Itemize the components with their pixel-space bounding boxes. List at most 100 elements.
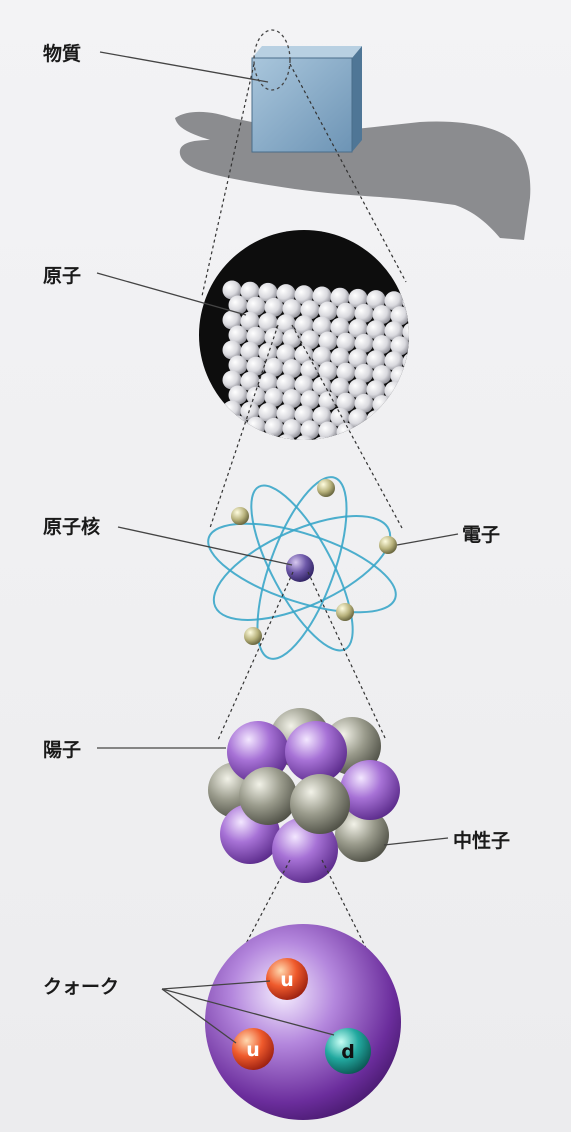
nucleus-cluster-icon	[208, 708, 400, 883]
label-proton: 陽子	[43, 739, 81, 761]
lattice-atom	[228, 325, 248, 345]
lattice-atom	[282, 299, 302, 319]
lattice-atom	[294, 405, 314, 425]
electron-ball	[244, 627, 262, 645]
lattice-atom	[372, 365, 392, 385]
proton-ball	[340, 760, 400, 820]
proton-ball	[285, 721, 347, 783]
lattice-atom	[384, 351, 404, 371]
lattice-atom	[282, 389, 302, 409]
lattice-atom	[318, 301, 338, 321]
lattice-atom	[240, 281, 260, 301]
neutron-ball	[290, 774, 350, 834]
neutron-ball	[239, 767, 297, 825]
lattice-atom	[348, 378, 368, 398]
lattice-atom	[258, 402, 278, 422]
lattice-atom	[276, 374, 296, 394]
lattice-atom	[312, 406, 332, 426]
lattice-atom	[222, 280, 242, 300]
lattice-atom	[246, 386, 266, 406]
lattice-atom	[318, 421, 338, 440]
lattice-atom	[372, 305, 392, 325]
lattice-atom	[264, 387, 284, 407]
zoom-line-right-3	[307, 571, 387, 741]
lattice-atom	[240, 311, 260, 331]
lattice-atom	[246, 356, 266, 376]
lattice-atom	[300, 420, 320, 440]
lattice-atom	[336, 362, 356, 382]
electron-ball	[317, 479, 335, 497]
lattice-atom	[222, 370, 242, 390]
nucleus-ball	[286, 554, 314, 582]
label-electron: 電子	[462, 524, 500, 546]
lattice-atom	[300, 390, 320, 410]
label-nucleus: 原子核	[43, 515, 100, 538]
lattice-atom	[282, 359, 302, 379]
lattice-atom	[372, 335, 392, 355]
electron-ball	[379, 536, 397, 554]
lattice-atom	[246, 296, 266, 316]
lattice-atom	[228, 355, 248, 375]
lattice-atom	[330, 377, 350, 397]
lattice-atom	[312, 286, 332, 306]
zoom-line-right-1	[289, 63, 407, 283]
up-quark-icon: u	[266, 958, 308, 1000]
proton-ball	[227, 721, 289, 783]
label-matter: 物質	[43, 42, 81, 65]
lattice-atom	[258, 312, 278, 332]
lattice-atom	[312, 346, 332, 366]
label-atom: 原子	[43, 265, 81, 287]
lattice-atom	[354, 363, 374, 383]
lattice-atom	[276, 404, 296, 424]
lattice-atom	[402, 322, 409, 342]
lattice-atom	[264, 417, 284, 437]
magnify-ellipse-matter	[253, 29, 291, 91]
quark-label-up-2: u	[246, 1039, 260, 1061]
lattice-atom	[276, 344, 296, 364]
lattice-atom	[246, 326, 266, 346]
zoom-line-left-4	[209, 859, 291, 1013]
lattice-atom	[276, 314, 296, 334]
lattice-atom	[348, 288, 368, 308]
lattice-atom	[336, 302, 356, 322]
lattice-atom	[222, 340, 242, 360]
lattice-atom	[300, 300, 320, 320]
electron-ball	[336, 603, 354, 621]
lattice-atom	[228, 295, 248, 315]
label-quark: クォーク	[43, 976, 119, 998]
label-neutron: 中性子	[453, 829, 510, 852]
zoom-line-left-1	[201, 63, 255, 297]
lattice-atom	[264, 357, 284, 377]
lattice-atom	[282, 329, 302, 349]
zoom-line-left-3	[217, 571, 294, 741]
lattice-atom	[354, 303, 374, 323]
quark-label-down: d	[341, 1041, 355, 1063]
lattice-atom	[348, 318, 368, 338]
lattice-atom	[282, 419, 302, 439]
lattice-atom	[390, 336, 409, 356]
lattice-atom	[312, 376, 332, 396]
lattice-atom	[330, 287, 350, 307]
lattice-atom	[336, 392, 356, 412]
lattice-atom	[318, 331, 338, 351]
atom-model-icon	[207, 476, 397, 660]
lattice-atom	[294, 375, 314, 395]
lattice-atom	[366, 380, 386, 400]
lattice-atom	[294, 285, 314, 305]
lattice-atom	[258, 372, 278, 392]
lattice-atom	[300, 330, 320, 350]
lattice-atom	[384, 291, 404, 311]
zoom-line-right-4	[321, 859, 399, 1013]
lattice-atom	[330, 347, 350, 367]
lattice-atom	[318, 391, 338, 411]
lattice-atom	[390, 306, 409, 326]
lattice-atom	[348, 348, 368, 368]
lattice-atom	[240, 401, 260, 421]
lattice-atom	[258, 342, 278, 362]
lattice-atom	[228, 385, 248, 405]
lattice-atom	[336, 332, 356, 352]
lattice-atom	[258, 282, 278, 302]
quark-label-up-1: u	[280, 969, 294, 991]
lattice-atom	[366, 290, 386, 310]
